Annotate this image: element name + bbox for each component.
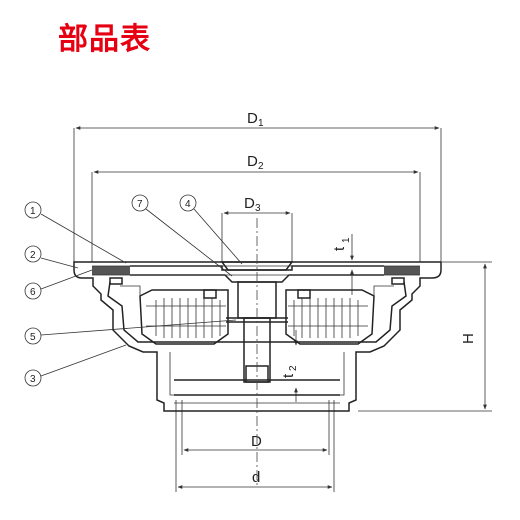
callout-3-label: 3 <box>30 374 36 385</box>
dimension-small-d: d <box>175 400 335 492</box>
d3-sub: 3 <box>255 203 261 214</box>
callout-7: 7 <box>131 194 233 277</box>
dimension-d: D <box>181 400 330 455</box>
callout-1-label: 1 <box>30 206 36 217</box>
dimension-d3: D 3 <box>221 195 293 262</box>
callout-5: 5 <box>24 319 237 345</box>
callout-4: 4 <box>179 194 243 265</box>
callout-5-label: 5 <box>30 332 36 343</box>
h-label: H <box>460 333 477 344</box>
callout-7-label: 7 <box>137 199 143 210</box>
t1-label: t <box>331 246 348 251</box>
dimension-t1: t 1 <box>331 234 354 295</box>
callout-2-label: 2 <box>30 250 36 261</box>
callout-2: 2 <box>24 245 79 269</box>
d-label: D <box>251 433 262 450</box>
callout-1: 1 <box>24 201 127 264</box>
t1-sub: 1 <box>341 237 352 243</box>
dimension-h: H <box>358 261 492 412</box>
t2-label: t <box>280 373 297 378</box>
d2-sub: 2 <box>258 161 264 172</box>
d1-label: D <box>247 110 258 127</box>
small-d-label: d <box>252 469 260 486</box>
right-basket <box>285 289 375 345</box>
callout-6-label: 6 <box>30 287 36 298</box>
grate-lid <box>92 265 420 283</box>
callout-6: 6 <box>24 269 93 300</box>
t2-sub: 2 <box>288 365 299 371</box>
d3-label: D <box>244 195 255 212</box>
dimension-d1: D 1 <box>73 110 442 262</box>
dimension-d2: D 2 <box>91 153 421 262</box>
d1-sub: 1 <box>258 118 264 129</box>
d2-label: D <box>247 153 258 170</box>
drain-body <box>73 261 442 412</box>
callout-4-label: 4 <box>185 199 191 210</box>
page-title: 部品表 <box>58 22 151 57</box>
callout-3: 3 <box>24 344 127 387</box>
